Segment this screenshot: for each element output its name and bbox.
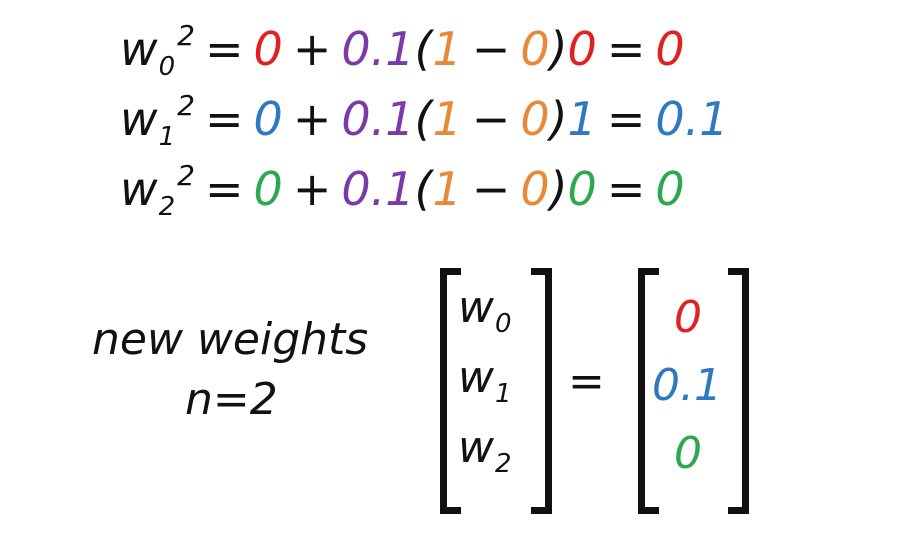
equation-row-1: w12=0+0.1(1−0)1=0.1 xyxy=(120,89,729,152)
equals-sign: = xyxy=(205,92,244,146)
right-paren: ) xyxy=(549,162,568,216)
right-vector-open-bracket xyxy=(638,268,659,514)
output-term: 0 xyxy=(520,92,550,146)
left-paren: ( xyxy=(414,162,433,216)
lhs-weight-subscript: 2 xyxy=(158,192,176,222)
vector-weight-w0: w0 xyxy=(458,286,512,339)
output-term: 0 xyxy=(520,162,550,216)
equals-sign: = xyxy=(205,22,244,76)
right-vector-close-bracket xyxy=(728,268,749,514)
input-term: 1 xyxy=(567,92,597,146)
vector-value-2: 0 xyxy=(674,428,702,479)
right-paren: ) xyxy=(549,22,568,76)
lhs-weight-var: w xyxy=(120,22,158,76)
plus-sign: + xyxy=(292,162,332,216)
plus-sign: + xyxy=(292,22,332,76)
vector-weight-subscript: 0 xyxy=(495,309,512,339)
lhs-weight-var: w xyxy=(120,92,158,146)
left-paren: ( xyxy=(414,22,433,76)
lhs-weight-subscript: 0 xyxy=(158,52,176,82)
right-paren: ) xyxy=(549,92,568,146)
vector-weight-var: w xyxy=(458,352,494,403)
vector-weight-w2: w2 xyxy=(458,426,512,479)
result-term: 0 xyxy=(655,22,685,76)
learning-rate-term: 0.1 xyxy=(341,22,415,76)
vector-value-0: 0 xyxy=(674,292,702,343)
vector-weight-var: w xyxy=(458,282,494,333)
old-weight-term: 0 xyxy=(253,92,283,146)
output-term: 0 xyxy=(520,22,550,76)
lhs-iteration-superscript: 2 xyxy=(177,19,195,52)
result-term: 0.1 xyxy=(655,92,729,146)
vector-weight-var: w xyxy=(458,422,494,473)
equation-row-0: w02=0+0.1(1−0)0=0 xyxy=(120,19,685,82)
vector-equals-sign: = xyxy=(568,356,605,407)
minus-sign: − xyxy=(471,92,511,146)
input-term: 0 xyxy=(567,22,597,76)
target-term: 1 xyxy=(432,22,462,76)
result-equals-sign: = xyxy=(606,92,646,146)
left-vector-open-bracket xyxy=(440,268,461,514)
vector-weight-subscript: 2 xyxy=(495,449,512,479)
old-weight-term: 0 xyxy=(253,162,283,216)
lhs-iteration-superscript: 2 xyxy=(177,89,195,122)
vector-weight-w1: w1 xyxy=(458,356,512,409)
lhs-weight-var: w xyxy=(120,162,158,216)
vector-value-1: 0.1 xyxy=(652,360,722,411)
input-term: 0 xyxy=(567,162,597,216)
vector-weight-subscript: 1 xyxy=(495,379,512,409)
minus-sign: − xyxy=(471,162,511,216)
lhs-weight-subscript: 1 xyxy=(158,122,176,152)
target-term: 1 xyxy=(432,92,462,146)
target-term: 1 xyxy=(432,162,462,216)
learning-rate-term: 0.1 xyxy=(341,92,415,146)
equals-sign: = xyxy=(205,162,244,216)
result-term: 0 xyxy=(655,162,685,216)
minus-sign: − xyxy=(471,22,511,76)
result-equals-sign: = xyxy=(606,162,646,216)
old-weight-term: 0 xyxy=(253,22,283,76)
plus-sign: + xyxy=(292,92,332,146)
equation-row-2: w22=0+0.1(1−0)0=0 xyxy=(120,159,685,222)
lhs-iteration-superscript: 2 xyxy=(177,159,195,192)
left-vector-close-bracket xyxy=(531,268,552,514)
left-paren: ( xyxy=(414,92,433,146)
result-equals-sign: = xyxy=(606,22,646,76)
learning-rate-term: 0.1 xyxy=(341,162,415,216)
caption-n-value: n=2 xyxy=(185,374,278,425)
caption-new-weights: new weights xyxy=(92,314,369,365)
